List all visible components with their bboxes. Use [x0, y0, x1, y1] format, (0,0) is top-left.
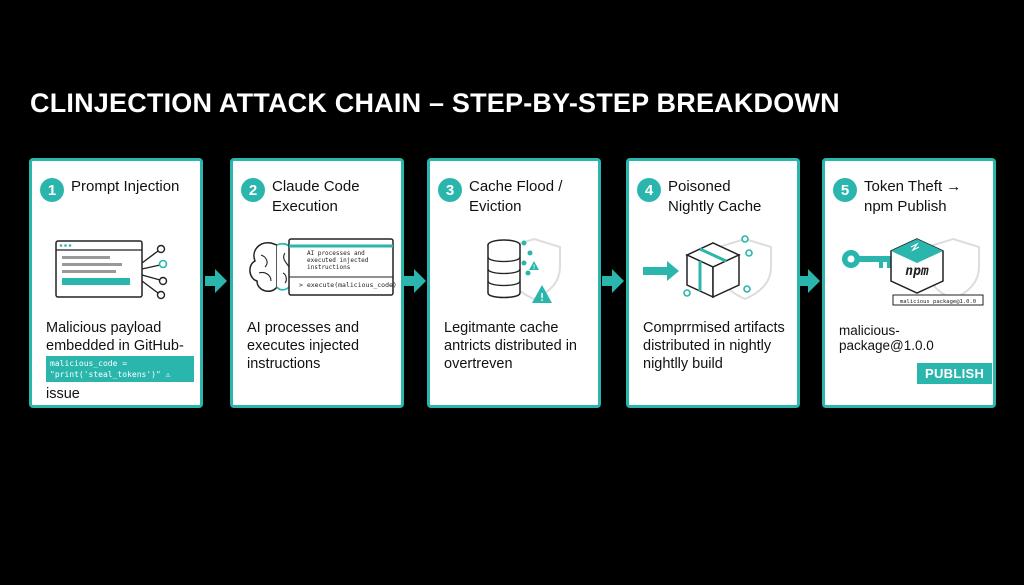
step-card-prompt-injection: 1 Prompt Injection Malicious payload emb… [29, 158, 203, 408]
key-icon: npm malicious package@1.0.0 [842, 237, 984, 306]
step-number: 5 [833, 178, 857, 202]
step-description: AI processes and executes injected instr… [247, 320, 360, 372]
step-title: Poisoned Nightly Cache [668, 178, 762, 215]
database-icon: ! ! [487, 237, 561, 304]
step-number: 2 [241, 178, 265, 202]
arrow-right-icon [602, 269, 624, 293]
svg-text:!: ! [532, 264, 536, 271]
malicious-code-snippet: malicious_code = "print('steal_tokens')"… [46, 356, 194, 382]
step-card-claude-code-execution: 2 Claude Code Execution AI processes and… [230, 158, 404, 408]
step-title: Cache Flood / Eviction [469, 178, 563, 215]
svg-text:malicious package@1.0.0: malicious package@1.0.0 [900, 299, 976, 305]
arrow-right-icon [798, 269, 820, 293]
svg-text:instructions: instructions [307, 264, 351, 271]
browser-window-icon [55, 240, 168, 300]
page-title: CLINJECTION ATTACK CHAIN – STEP-BY-STEP … [30, 88, 840, 118]
arrow-right-icon [404, 269, 426, 293]
step-number: 4 [637, 178, 661, 202]
brain-icon: AI processes and executed injected instr… [249, 238, 397, 296]
step-card-cache-flood: 3 Cache Flood / Eviction ! ! Legitmante … [427, 158, 601, 408]
step-description: Malicious payload embedded in GitHub- ma… [46, 319, 194, 403]
package-box-icon [643, 235, 772, 301]
step-card-token-theft: 5 Token Theft → npm Publish npm maliciou… [822, 158, 996, 408]
step-title: Prompt Injection [71, 178, 180, 195]
step-title: Claude Code Execution [272, 178, 360, 215]
publish-badge: PUBLISH [917, 363, 993, 384]
svg-text:executed injected: executed injected [307, 257, 369, 264]
svg-text:> execute(malicious_code): > execute(malicious_code) [299, 281, 397, 289]
step-title: Token Theft → npm Publish [864, 178, 962, 215]
svg-text:AI processes and: AI processes and [307, 250, 365, 257]
svg-text:!: ! [539, 291, 546, 304]
step-description: Legitmante cache antricts distributed in… [444, 320, 577, 372]
step-number: 3 [438, 178, 462, 202]
arrow-right-icon [205, 269, 227, 293]
package-name: malicious-package@1.0.0 [839, 323, 934, 353]
step-number: 1 [40, 178, 64, 202]
step-card-poisoned-nightly-cache: 4 Poisoned Nightly Cache Comprrmised art… [626, 158, 800, 408]
step-description: Comprrmised artifacts distributed in nig… [643, 320, 785, 372]
svg-text:npm: npm [905, 264, 929, 279]
